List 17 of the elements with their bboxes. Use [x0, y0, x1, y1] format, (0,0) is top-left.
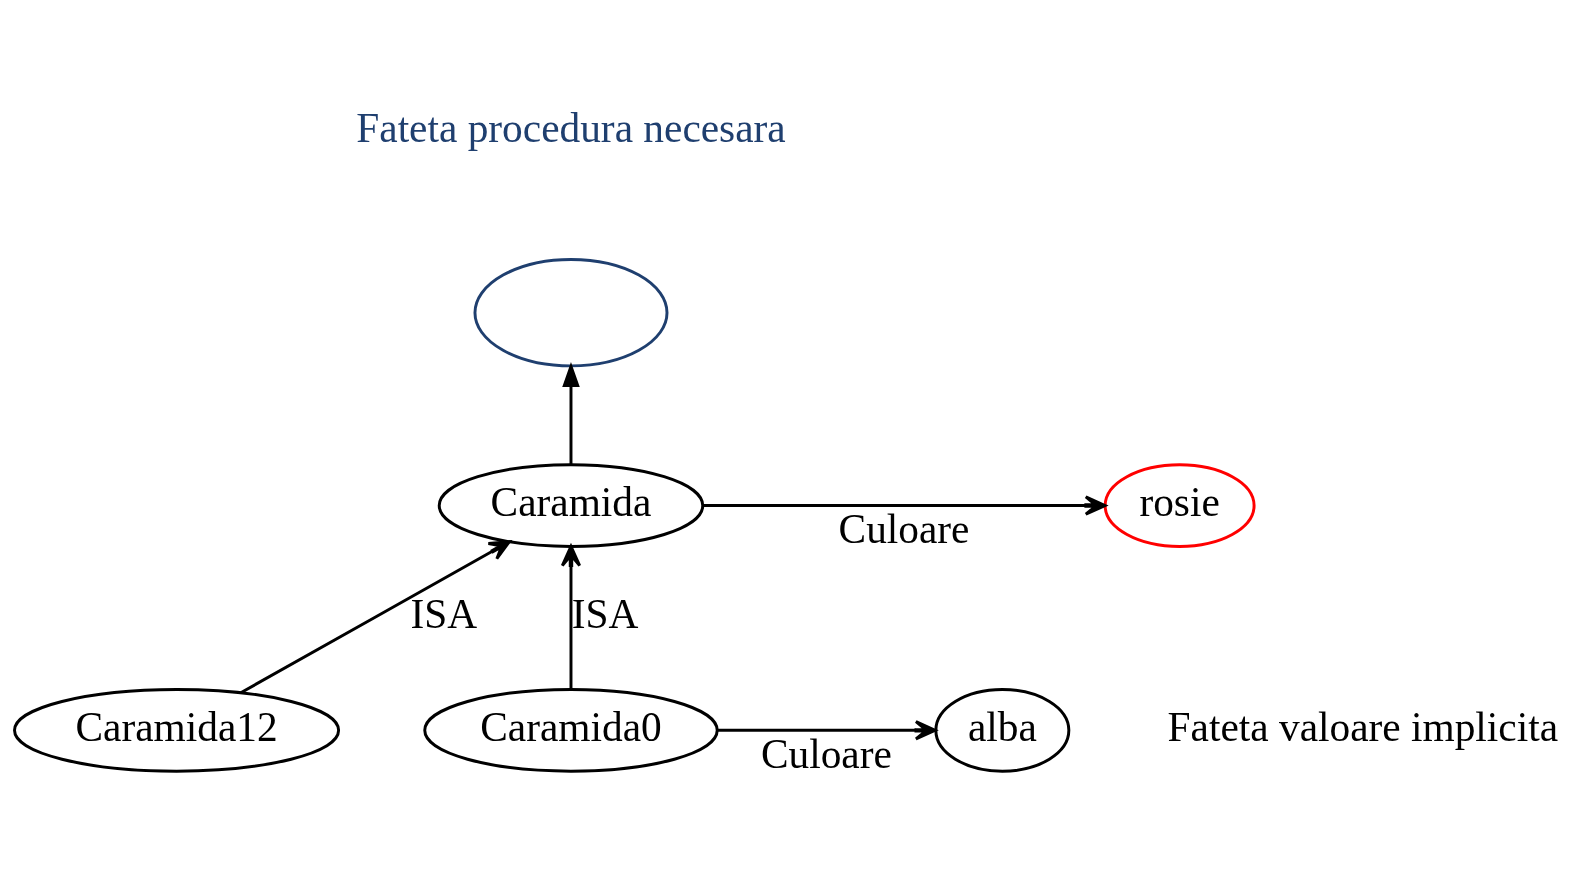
- node-ellipse: rosie: [1103, 463, 1256, 548]
- arrow: [702, 495, 1107, 516]
- node-ellipse: alba: [934, 688, 1071, 773]
- edge-label: Culoare: [760, 730, 892, 777]
- node-label: Fateta valoare implicita: [1167, 703, 1559, 750]
- node-ellipse: Caramida: [437, 463, 705, 548]
- edge-label: ISA: [571, 591, 639, 638]
- node-label: Fateta procedura necesara: [356, 104, 786, 151]
- arrow: [560, 544, 582, 690]
- arrow: [562, 361, 580, 465]
- node-ellipse: Caramida12: [13, 688, 341, 773]
- node-ellipse: Caramida0: [423, 688, 719, 773]
- arrow: [717, 720, 937, 741]
- edge-label: Culoare: [838, 506, 970, 553]
- node-ellipse: [473, 258, 669, 368]
- arrow: [240, 540, 511, 695]
- edge-label: ISA: [410, 591, 478, 638]
